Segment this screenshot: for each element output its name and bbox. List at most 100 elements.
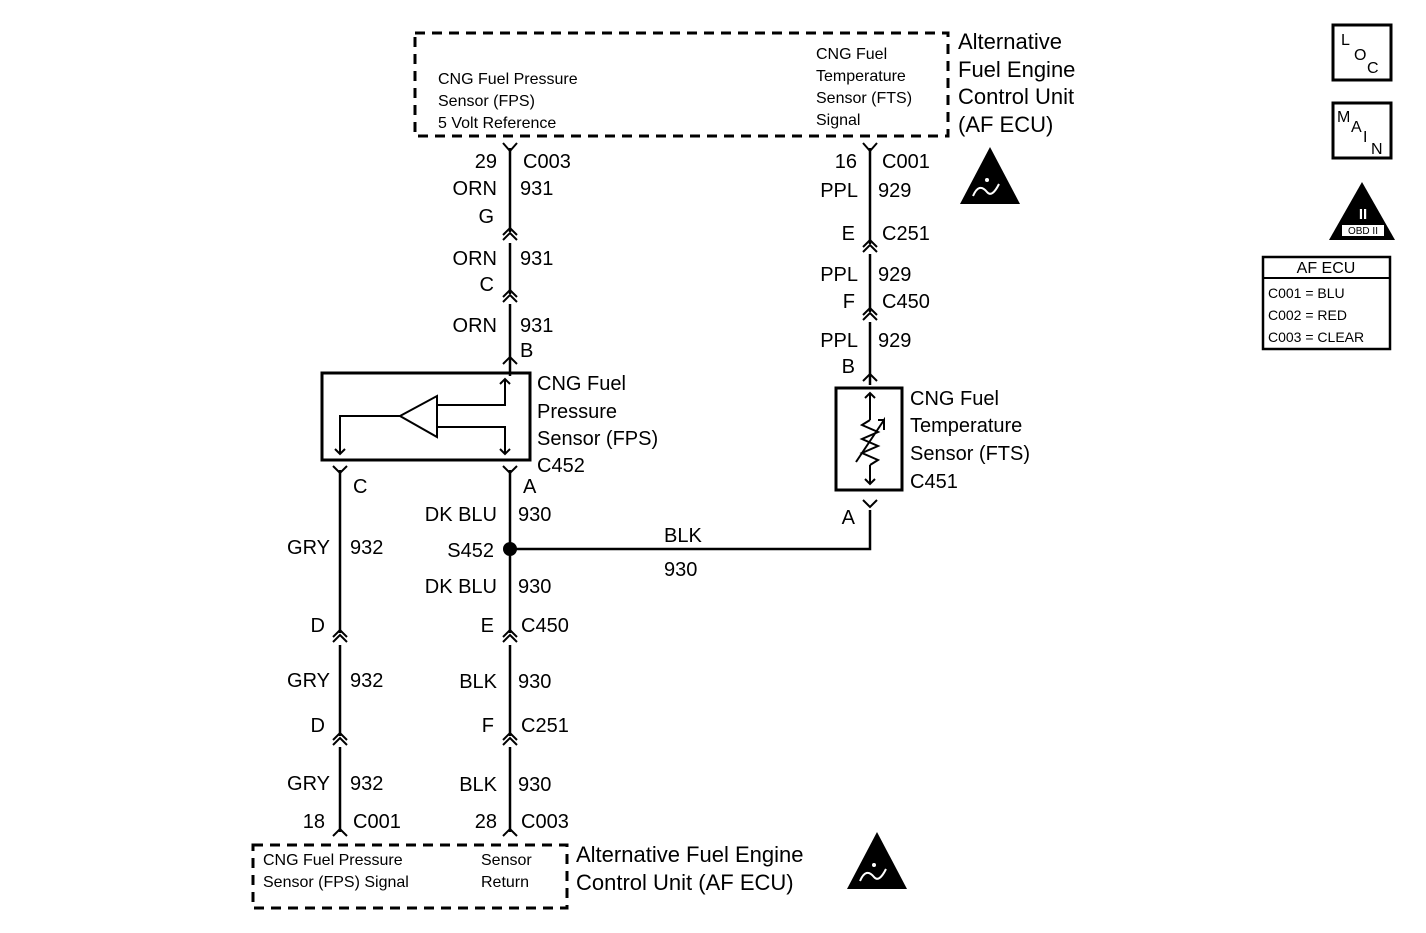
fts-sensor: CNG Fuel Temperature Sensor (FTS) C451 A [834,386,1036,529]
fps-sensor: CNG Fuel Pressure Sensor (FPS) C452 C A [320,371,664,498]
wire-color-blk: BLK [459,671,497,693]
fps-sensor-label: CNG Fuel Pressure Sensor (FPS) C452 [537,373,664,477]
connector-fts-b [862,372,878,382]
wire-color-dkblu: DK BLU [425,504,497,526]
af-ecu-bottom-box [251,843,569,910]
connector-g [502,226,518,236]
wire-color-orn: ORN [453,248,497,270]
circuit-929: 929 [878,330,911,352]
pin-b: B [842,356,855,378]
conn-c003-label: C003 [521,811,569,833]
fps-pin-c: C [353,476,367,498]
af-ecu-bottom: CNG Fuel Pressure Sensor (FPS) Signal Se… [251,832,907,910]
wire-color-gry: GRY [287,670,330,692]
legend-row: C003 = CLEAR [1268,329,1364,345]
svg-text:C: C [1367,60,1379,77]
circuit-931: 931 [520,315,553,337]
fts-sensor-label: CNG Fuel Temperature Sensor (FTS) C451 [910,388,1036,493]
splice-s452 [503,542,517,556]
pin-e: E [842,223,855,245]
connector-c003-bottom [502,827,518,837]
circuit-929: 929 [878,264,911,286]
svg-text:M: M [1337,109,1350,126]
pin-d: D [311,715,325,737]
wire-929: 16 C001 PPL 929 E C251 PPL 929 F C450 PP… [820,142,930,385]
fts-sensor-box [834,386,904,492]
wire-color-blk: BLK [664,525,702,547]
wire-color-dkblu: DK BLU [425,576,497,598]
obd-ii-icon[interactable]: II OBD II [1329,182,1395,240]
svg-text:I: I [1363,129,1367,146]
esd-warning-icon [847,832,907,889]
conn-c001-label: C001 [882,151,930,173]
pin-g: G [478,206,494,228]
wire-932: GRY 932 D GRY 932 D GRY 932 18 C001 [287,470,401,837]
fps-sensor-box [320,371,532,462]
conn-c251-label: C251 [521,715,569,737]
pin-29: 29 [475,151,497,173]
pin-28: 28 [475,811,497,833]
splice-label: S452 [447,540,494,562]
af-ecu-legend: AF ECU C001 = BLU C002 = RED C003 = CLEA… [1261,255,1392,351]
connector-b [502,355,518,365]
fps-signal-label: CNG Fuel Pressure Sensor (FPS) Signal [263,852,409,891]
loc-icon[interactable]: L O C [1331,23,1393,82]
connector-c251-e [862,238,878,248]
circuit-930: 930 [664,559,697,581]
pin-18: 18 [303,811,325,833]
svg-text:L: L [1341,32,1350,49]
connector-d-lower [332,731,348,741]
circuit-932: 932 [350,670,383,692]
af-ecu-top: CNG Fuel Pressure Sensor (FPS) 5 Volt Re… [413,29,1082,204]
main-icon[interactable]: M A I N [1331,101,1393,160]
fts-signal-label: CNG Fuel Temperature Sensor (FTS) Signal [816,46,916,129]
circuit-932: 932 [350,537,383,559]
circuit-930: 930 [518,774,551,796]
svg-text:A: A [1351,119,1362,136]
sensor-return-label: Sensor Return [481,852,536,891]
conn-c251-label: C251 [882,223,930,245]
wire-color-ppl: PPL [820,330,858,352]
circuit-930: 930 [518,504,551,526]
wire-930: DK BLU 930 S452 BLK 930 DK BLU 930 E C45… [425,470,872,837]
wire-931: 29 C003 ORN 931 G ORN 931 C ORN 931 B [453,142,571,376]
fts-pin-a: A [842,507,856,529]
fts-pin-a-terminal [862,499,878,509]
wire-color-ppl: PPL [820,264,858,286]
pin-c: C [480,274,494,296]
circuit-931: 931 [520,248,553,270]
svg-text:N: N [1371,141,1383,158]
connector-c450-f [862,306,878,316]
circuit-930: 930 [518,671,551,693]
circuit-930: 930 [518,576,551,598]
conn-c003-label: C003 [523,151,571,173]
circuit-929: 929 [878,180,911,202]
wire-color-orn: ORN [453,178,497,200]
pin-e: E [481,615,494,637]
af-ecu-bottom-title: Alternative Fuel Engine Control Unit (AF… [576,842,810,895]
conn-c450-label: C450 [882,291,930,313]
svg-text:O: O [1354,47,1366,64]
connector-c [502,288,518,298]
legend-row: C001 = BLU [1268,285,1345,301]
wire-color-ppl: PPL [820,180,858,202]
fps-pin-a: A [523,476,537,498]
pin-b: B [520,340,533,362]
wire-color-gry: GRY [287,537,330,559]
af-ecu-top-box [413,31,950,138]
esd-warning-icon [960,147,1020,204]
af-ecu-top-title: Alternative Fuel Engine Control Unit (AF… [958,29,1082,137]
legend-row: C002 = RED [1268,307,1347,323]
conn-c450-label: C450 [521,615,569,637]
connector-c251-f [502,731,518,741]
svg-text:II: II [1359,206,1367,223]
wire-color-gry: GRY [287,773,330,795]
conn-c001-label: C001 [353,811,401,833]
connector-c001-top [862,142,878,153]
pin-16: 16 [835,151,857,173]
svg-text:OBD II: OBD II [1348,226,1378,237]
wire-color-blk: BLK [459,774,497,796]
amplifier-symbol [397,394,438,439]
thermistor-symbol [855,391,885,486]
